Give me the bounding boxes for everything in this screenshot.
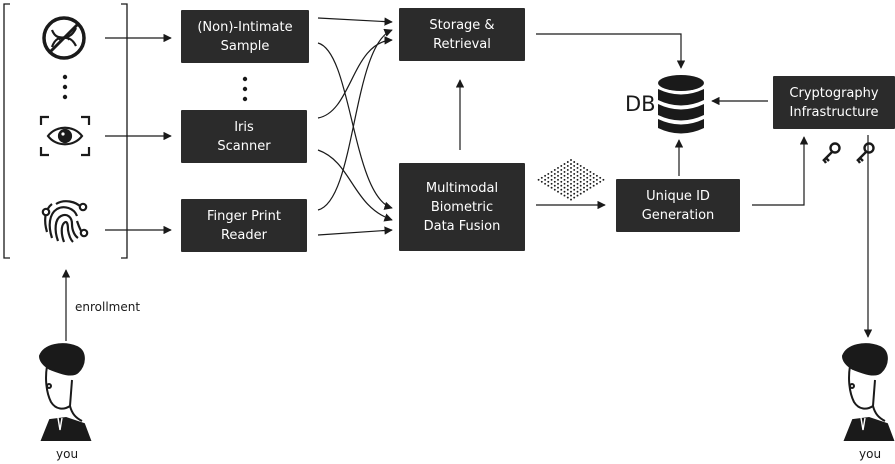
sensor-bracket — [3, 3, 128, 259]
storage-label: Storage & Retrieval — [429, 17, 495, 52]
sample-label: (Non)-Intimate Sample — [197, 19, 293, 54]
more-sensors-dots — [62, 74, 68, 100]
enrollment-label: enrollment — [75, 300, 141, 314]
key-icon-2 — [856, 142, 875, 164]
storage-retrieval-box: Storage & Retrieval — [399, 8, 525, 61]
key-icon — [822, 142, 841, 164]
unique-id-box: Unique ID Generation — [616, 179, 740, 232]
iris-scanner-box: Iris Scanner — [181, 110, 307, 163]
db-label: DB — [625, 92, 656, 116]
database-icon — [658, 75, 704, 134]
sample-box: (Non)-Intimate Sample — [181, 10, 309, 63]
fingerprint-icon — [41, 200, 89, 243]
person-icon — [38, 343, 92, 441]
more-inputs-dots — [242, 76, 248, 102]
eye-icon — [39, 115, 91, 157]
uid-label: Unique ID Generation — [641, 188, 715, 223]
fusion-label: Multimodal Biometric Data Fusion — [423, 180, 501, 234]
dna-icon — [42, 16, 86, 60]
finger-print-reader-box: Finger Print Reader — [181, 199, 307, 252]
user-label-left: you — [56, 447, 79, 461]
cube-icon — [537, 159, 605, 201]
data-fusion-box: Multimodal Biometric Data Fusion — [399, 163, 525, 251]
person-icon-2 — [841, 343, 895, 441]
cryptography-box: Cryptography Infrastructure — [773, 76, 895, 129]
crypto-label: Cryptography Infrastructure — [789, 85, 879, 120]
finger-label: Finger Print Reader — [206, 208, 281, 243]
user-label-right: you — [859, 447, 882, 461]
connectors — [61, 17, 873, 341]
iris-label: Iris Scanner — [217, 119, 271, 154]
